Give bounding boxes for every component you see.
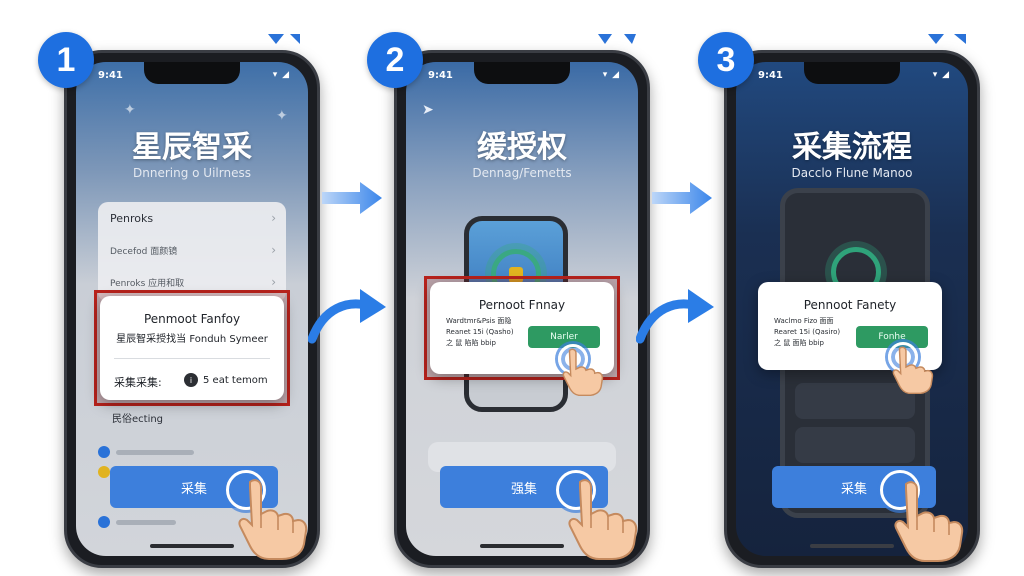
sparkle-icon: ✦ <box>124 102 136 118</box>
hand-pointer-icon <box>236 478 310 560</box>
list-item[interactable]: Penroks› <box>110 211 276 225</box>
info-icon: i <box>184 373 198 387</box>
dialog-label: 采集采集: <box>114 376 162 389</box>
dialog-subtitle: 星辰智采授找当 Fonduh Symeer <box>116 334 268 345</box>
home-indicator <box>150 544 234 548</box>
back-icon[interactable]: ➤ <box>422 102 434 118</box>
chevron-right-icon: › <box>271 243 276 257</box>
dialog-title: Penmoot Fanfoy <box>143 312 241 326</box>
tap-indicator <box>226 470 266 510</box>
curved-arrow-icon <box>636 285 716 345</box>
status-icons: ▾ ◢ <box>932 70 950 80</box>
status-time: 9:41 <box>428 70 453 81</box>
screen-title: 采集流程 <box>792 130 912 165</box>
dialog-title: Pennoot Fanety <box>803 298 897 312</box>
screen-subtitle: Dennag/Femetts <box>472 166 572 180</box>
screen-subtitle: Dacclo Flune Manoo <box>791 166 913 180</box>
wifi-icon <box>268 34 302 46</box>
status-time: 9:41 <box>98 70 123 81</box>
permission-dialog: Penmoot Fanfoy 星辰智采授找当 Fonduh Symeer 采集采… <box>100 296 284 400</box>
screen-step-1: 9:41 ▾ ◢ ✦ ✦ 星辰智采 Dnnering o Uilrness Pe… <box>76 62 308 556</box>
wifi-icon <box>928 34 968 46</box>
dialog-description: Wardtmr&Psis 面隐 Reanet 15i (Qasho) 之 鼠 陷… <box>446 317 514 347</box>
notch <box>474 62 570 84</box>
screen-title: 星辰智采 <box>132 130 252 165</box>
list-item[interactable]: Decefod 面颜镜› <box>110 243 276 257</box>
wifi-icon <box>598 34 638 46</box>
chevron-right-icon: › <box>271 275 276 289</box>
dialog-title: Pernoot Fnnay <box>478 298 566 312</box>
screen-subtitle: Dnnering o Uilrness <box>133 166 251 180</box>
curved-arrow-icon <box>308 285 388 345</box>
hand-pointer-icon <box>892 480 966 562</box>
panel <box>795 383 915 419</box>
arrow-right-icon <box>322 180 384 216</box>
check-item <box>98 516 176 528</box>
status-time: 9:41 <box>758 70 783 81</box>
hand-pointer-icon <box>560 348 606 396</box>
status-icons: ▾ ◢ <box>602 70 620 80</box>
tap-indicator <box>556 470 596 510</box>
chevron-right-icon: › <box>271 211 276 225</box>
settings-list: Penroks› Decefod 面颜镜› Penroks 应用和取› <box>98 202 286 302</box>
home-indicator <box>810 544 894 548</box>
panel <box>795 427 915 463</box>
sparkle-icon: ✦ <box>276 108 288 124</box>
allow-button[interactable]: Fonhe <box>856 326 928 348</box>
notch <box>804 62 900 84</box>
screen-title: 缓授权 <box>477 130 567 165</box>
notch <box>144 62 240 84</box>
step-badge-1: 1 <box>38 32 94 88</box>
list-item[interactable]: Penroks 应用和取› <box>110 275 276 289</box>
allow-button[interactable]: Narler <box>528 326 600 348</box>
arrow-right-icon <box>652 180 714 216</box>
divider <box>114 358 270 359</box>
step-badge-3: 3 <box>698 32 754 88</box>
dialog-description: Waclmo Fizo 面面 Rearet 15i (Qasiro) 之 鼠 面… <box>774 317 841 347</box>
hand-pointer-icon <box>890 346 936 394</box>
dialog-option[interactable]: i 5 eat temom <box>184 373 268 387</box>
shield-icon <box>509 267 523 283</box>
hand-pointer-icon <box>566 478 640 560</box>
tap-indicator <box>880 470 920 510</box>
home-indicator <box>480 544 564 548</box>
section-label: 民俗ecting <box>112 414 164 425</box>
step-badge-2: 2 <box>367 32 423 88</box>
status-icons: ▾ ◢ <box>272 70 290 80</box>
check-item <box>98 446 194 458</box>
phone-step-1: 9:41 ▾ ◢ ✦ ✦ 星辰智采 Dnnering o Uilrness Pe… <box>64 50 320 568</box>
